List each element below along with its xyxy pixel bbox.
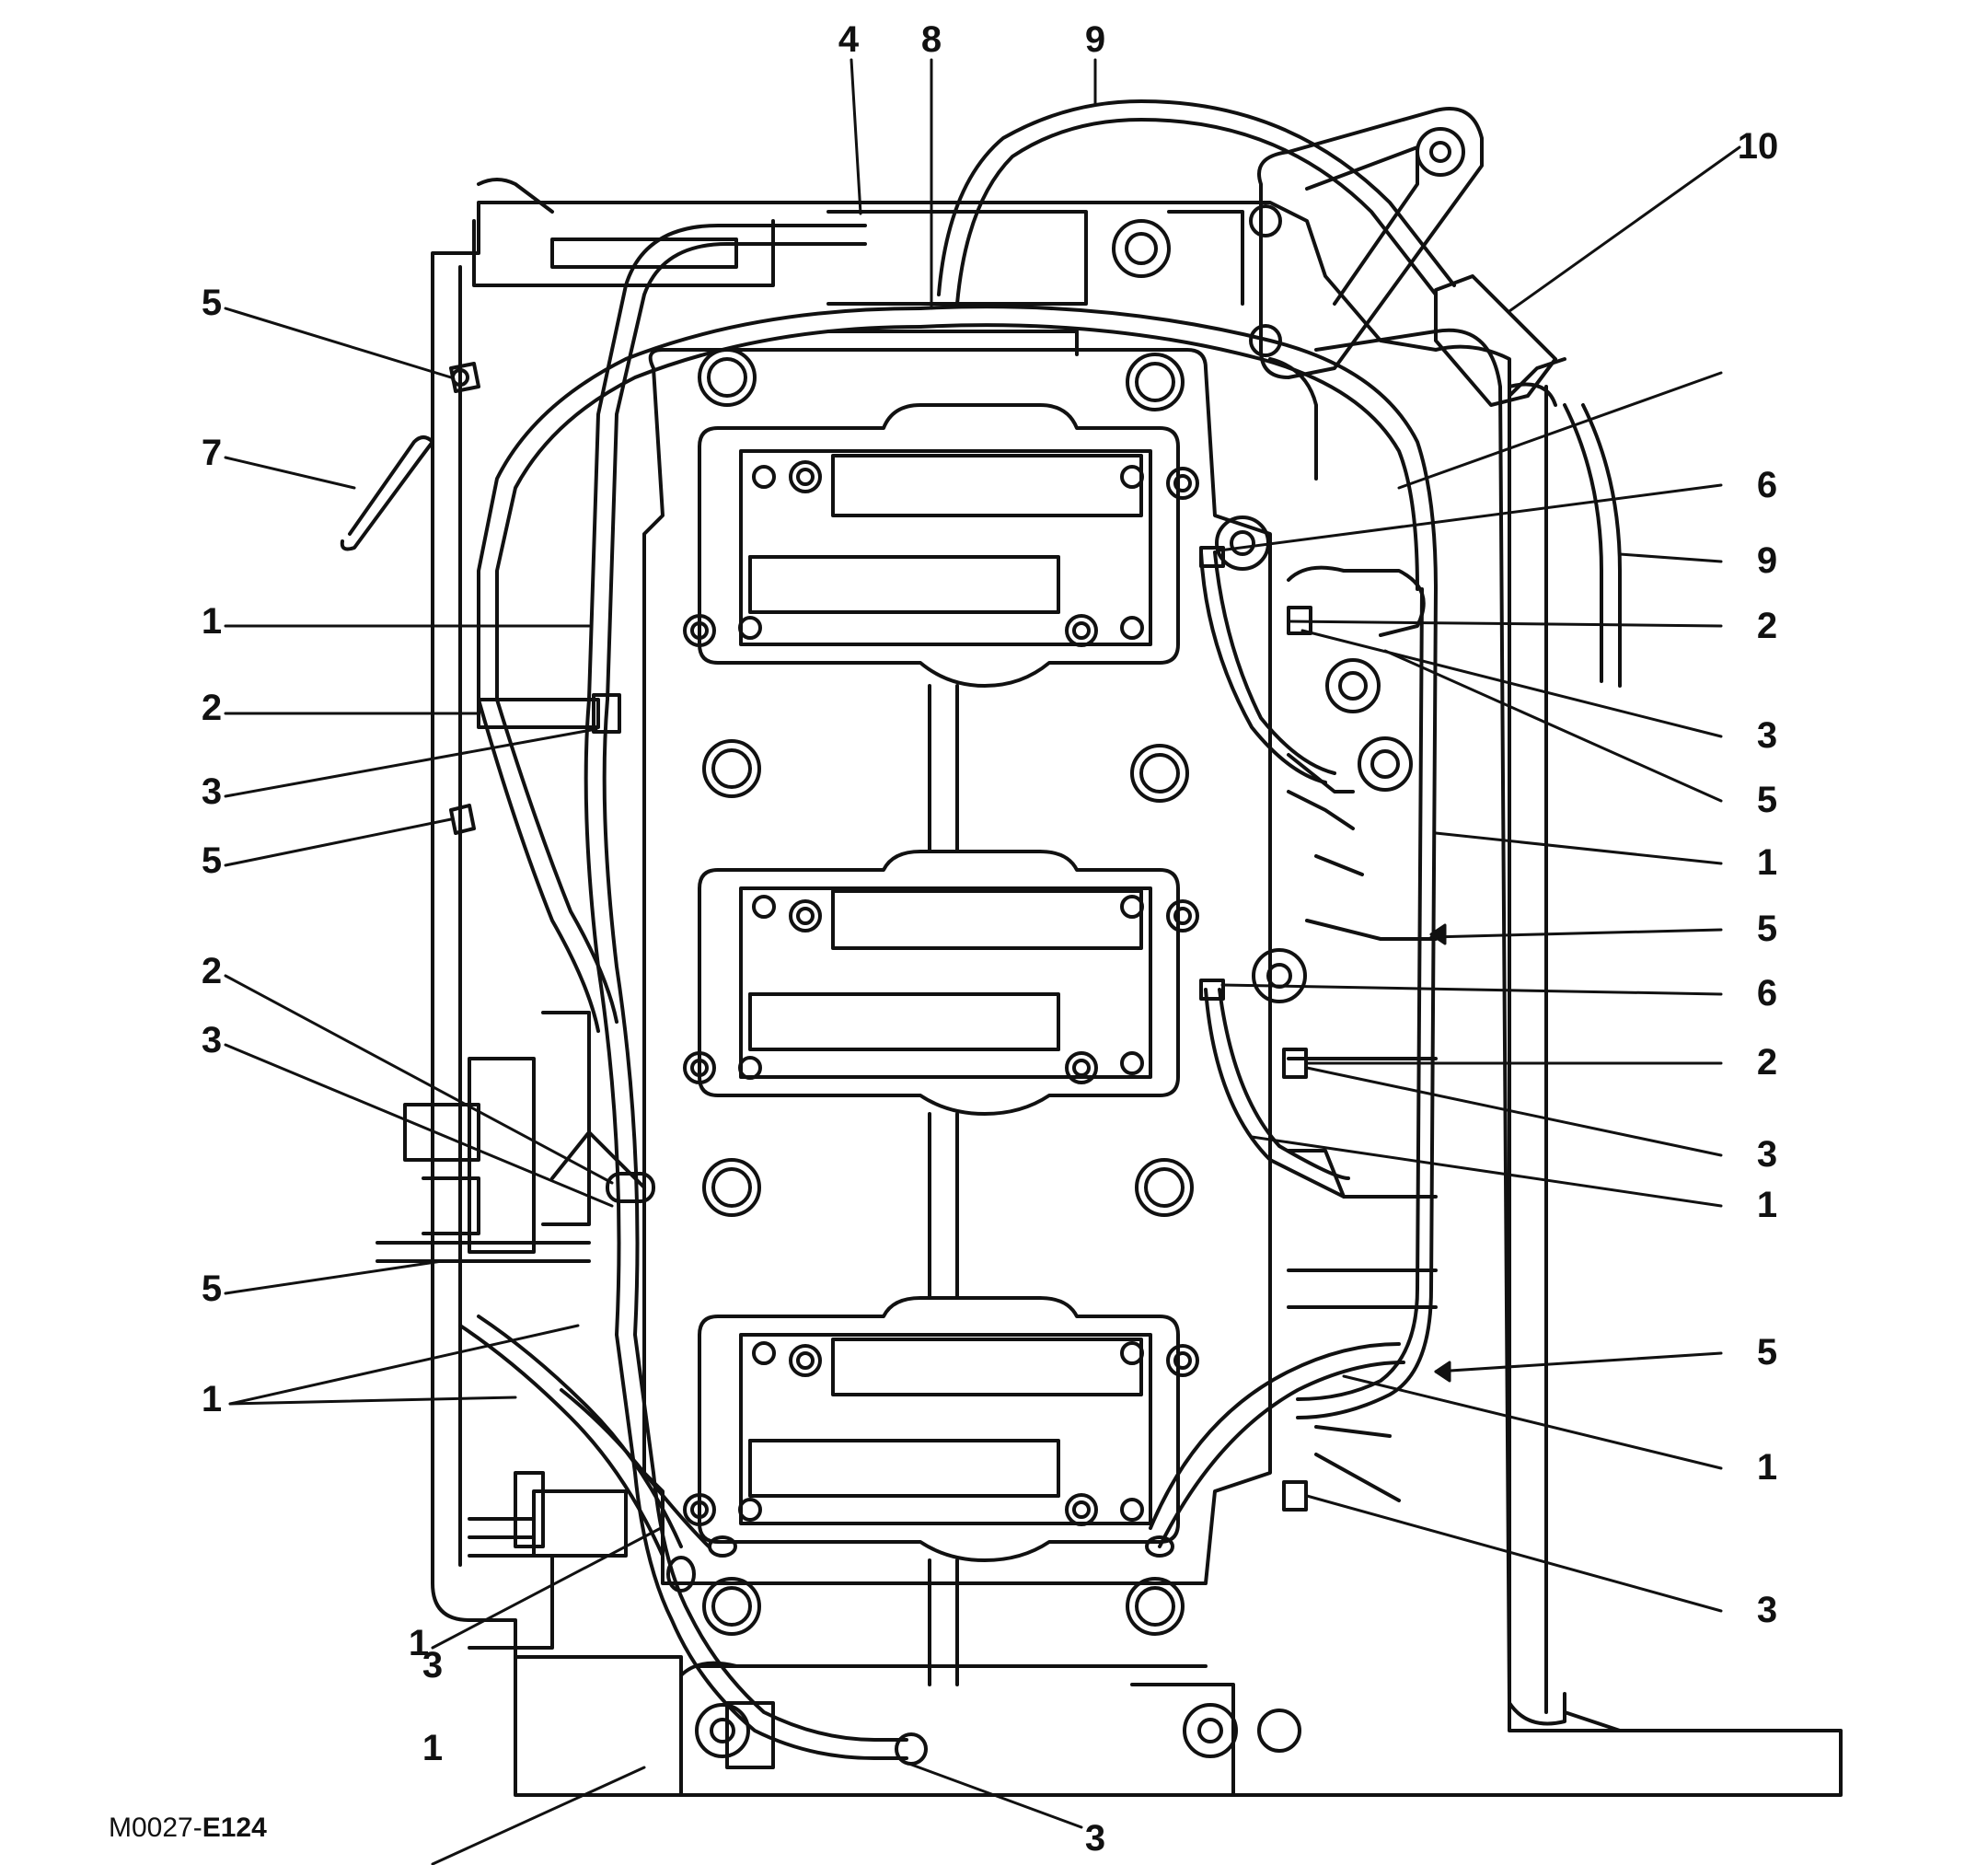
callout-label: 3	[1757, 1134, 1777, 1175]
callout-label: 3	[202, 771, 222, 812]
callout-label: 4	[838, 19, 860, 60]
callout-label: 8	[921, 19, 942, 60]
callout-label: 1	[202, 1379, 222, 1419]
callout-label: 9	[1757, 540, 1777, 581]
figure-id-prefix: M0027-	[109, 1813, 202, 1843]
reed-block-middle	[683, 850, 1199, 1116]
callout-label: 1	[1757, 1447, 1777, 1488]
figure-id-suffix: E124	[202, 1813, 267, 1843]
callout-label: 5	[202, 840, 222, 881]
callout-label: 2	[1757, 1042, 1777, 1083]
figure-id: M0027-E124	[109, 1813, 267, 1843]
callout-leader-lines	[224, 58, 1741, 1865]
callout-label: 6	[1757, 465, 1777, 505]
callout-label: 5	[202, 283, 222, 323]
reed-block-bottom	[683, 1296, 1199, 1562]
callout-label: 3	[1085, 1818, 1105, 1859]
callout-label: 1	[202, 601, 222, 642]
callout-label: 1	[409, 1623, 429, 1663]
callout-numbers: 4 8 9 10 5 7 1 2 3 5 2 3 5 1 1 6 9 2 3 5…	[202, 19, 1778, 1859]
callout-label: 1	[1757, 842, 1777, 883]
callout-label: 5	[1757, 909, 1777, 949]
callout-label: 3	[202, 1020, 222, 1060]
reed-block-top	[683, 403, 1199, 688]
callout-label: 9	[1085, 19, 1105, 60]
callout-label: 7	[202, 433, 222, 473]
callout-label: 5	[202, 1268, 222, 1309]
callout-label: 3	[422, 1645, 443, 1685]
callout-label: 2	[202, 951, 222, 991]
callout-label: 6	[1757, 973, 1777, 1014]
callout-label: 10	[1738, 126, 1779, 167]
callout-label: 2	[202, 688, 222, 728]
callout-label: 5	[1757, 1332, 1777, 1373]
callout-label: 1	[422, 1728, 443, 1768]
callout-label: 2	[1757, 606, 1777, 646]
engine-block-drawing	[376, 107, 1843, 1797]
callout-label: 1	[1757, 1185, 1777, 1225]
callout-label: 3	[1757, 715, 1777, 756]
hose-routing	[340, 99, 1622, 1766]
callout-label: 3	[1757, 1590, 1777, 1630]
callout-label: 5	[1757, 780, 1777, 820]
